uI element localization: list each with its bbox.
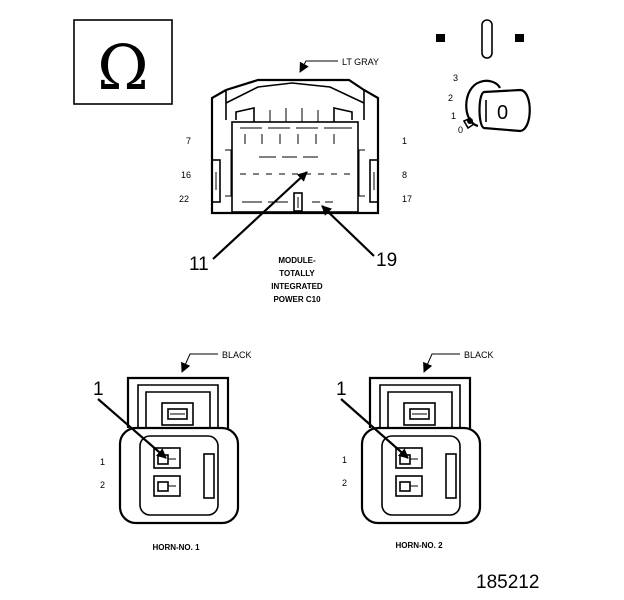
key-position-label: 0 <box>458 125 463 135</box>
key-position-label: 3 <box>453 73 458 83</box>
connector-caption-line: MODULE- <box>278 256 316 265</box>
connector-caption-line: TOTALLY <box>279 269 315 278</box>
pin-label: 1 <box>402 136 407 146</box>
callout-arrow <box>321 205 375 257</box>
module-connector: LT GRAY 7 1 16 8 22 17 11 19 MODULE- TOT… <box>179 57 412 304</box>
horn-latch <box>403 402 436 426</box>
key-indicator-right <box>515 34 524 42</box>
callout-label: 19 <box>376 250 397 271</box>
horn-connector-body <box>118 426 240 525</box>
connector-caption-line: INTEGRATED <box>271 282 323 291</box>
key-position-label: 1 <box>451 111 456 121</box>
horn-latch <box>161 402 194 426</box>
horn-terminal <box>153 447 181 469</box>
key-bow-icon <box>465 79 501 128</box>
key-position-label: 2 <box>448 93 453 103</box>
pin-label: 16 <box>181 170 191 180</box>
horn-connector-body <box>360 426 482 525</box>
pin-label: 2 <box>342 478 347 488</box>
callout-label: 1 <box>336 379 347 400</box>
horn-terminal <box>395 447 423 469</box>
pin-label: 2 <box>100 480 105 490</box>
connector-color-label: BLACK <box>464 350 494 360</box>
horn-caption: HORN-NO. 2 <box>395 541 443 550</box>
key-cylinder-icon <box>478 88 531 133</box>
pin-label: 22 <box>179 194 189 204</box>
callout-arrow <box>212 171 308 260</box>
callout-arrow <box>340 398 409 459</box>
connector-color-label: BLACK <box>222 350 252 360</box>
callout-label: 11 <box>189 254 209 275</box>
horn-terminal <box>395 475 423 497</box>
pin-label: 8 <box>402 170 407 180</box>
key-slot-icon <box>481 19 493 59</box>
ohm-symbol-icon: Ω <box>97 31 148 104</box>
horn-connector-outer <box>368 376 472 428</box>
pin-label: 1 <box>342 455 347 465</box>
horn-terminal <box>153 475 181 497</box>
horn-connector-outer <box>126 376 230 428</box>
pin-label: 1 <box>100 457 105 467</box>
callout-label: 1 <box>93 379 104 400</box>
horn-connector-1: BLACK 1 2 1 HORN-NO. 1 <box>93 350 252 552</box>
ohm-symbol-panel: Ω <box>73 19 173 105</box>
key-cylinder-label: 0 <box>497 102 508 124</box>
callout-arrow <box>97 398 167 459</box>
pin-label: 17 <box>402 194 412 204</box>
key-position-dot <box>467 118 473 124</box>
horn-connector-2: BLACK 1 2 1 HORN-NO. 2 <box>336 350 494 550</box>
connector-face <box>231 121 359 213</box>
horn-caption: HORN-NO. 1 <box>152 543 200 552</box>
figure-number: 185212 <box>476 572 539 593</box>
connector-color-label: LT GRAY <box>342 57 379 67</box>
key-position-diagram: 3 2 1 0 0 <box>436 19 531 135</box>
key-indicator-left <box>436 34 445 42</box>
pin-label: 7 <box>186 136 191 146</box>
connector-caption-line: POWER C10 <box>273 295 321 304</box>
